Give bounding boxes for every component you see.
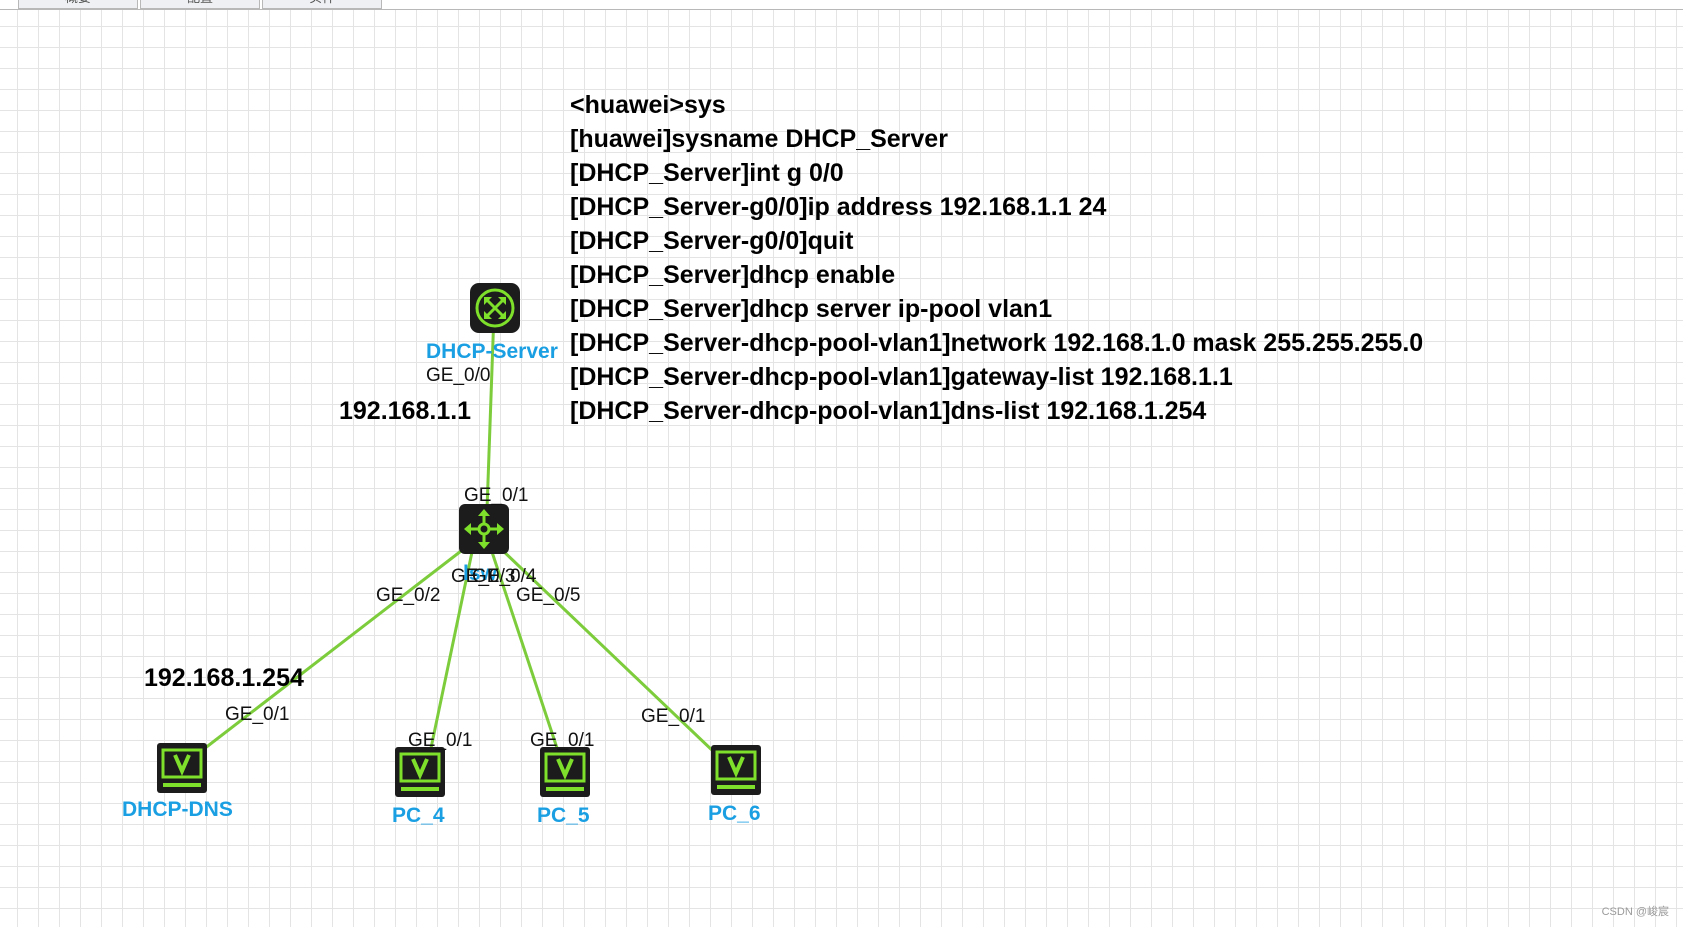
switch-icon[interactable]	[459, 504, 509, 554]
link-switch-pc4[interactable]	[429, 551, 474, 749]
port-label: GE_0/1	[530, 730, 594, 751]
port-label: GE_0/3	[451, 566, 515, 587]
link-server-switch[interactable]	[485, 311, 496, 511]
watermark: CSDN @峻宸	[1601, 906, 1669, 918]
port-label: GE_0/5	[516, 585, 580, 606]
links	[199, 311, 716, 754]
port-label: GE_0/1	[641, 706, 705, 727]
command-line: [DHCP_Server-dhcp-pool-vlan1]network 192…	[570, 329, 1424, 357]
link-switch-dns[interactable]	[199, 546, 466, 754]
router-icon[interactable]	[470, 283, 520, 333]
command-line: [huawei]sysname DHCP_Server	[570, 125, 948, 153]
port-label: GE_0/2	[376, 585, 440, 606]
port-label: GE_0/1	[225, 704, 289, 725]
device-label-switch: lsw	[463, 562, 498, 585]
ip-annotation-dns: 192.168.1.254	[144, 664, 304, 692]
tab-bar: 概要 配置 实样	[0, 0, 1683, 10]
command-line: [DHCP_Server]dhcp enable	[570, 261, 896, 289]
tab-config[interactable]: 配置	[140, 0, 260, 9]
tab-overview[interactable]: 概要	[18, 0, 138, 9]
pc-icon[interactable]	[540, 747, 590, 797]
device-label-dhcp-dns: DHCP-DNS	[122, 798, 233, 821]
device-label-pc5: PC_5	[537, 804, 590, 827]
command-line: [DHCP_Server-dhcp-pool-vlan1]dns-list 19…	[570, 397, 1207, 425]
link-switch-pc5[interactable]	[490, 551, 559, 749]
command-line: [DHCP_Server-g0/0]quit	[570, 227, 854, 255]
ip-annotation-server: 192.168.1.1	[339, 397, 471, 425]
port-label: GE_0/1	[408, 730, 472, 751]
command-line: [DHCP_Server]int g 0/0	[570, 159, 844, 187]
command-line: [DHCP_Server]dhcp server ip-pool vlan1	[570, 295, 1053, 323]
device-label-pc6: PC_6	[708, 802, 761, 825]
port-label: GE_0/0	[426, 365, 490, 386]
tab-sample[interactable]: 实样	[262, 0, 382, 9]
device-label-dhcp-server: DHCP-Server	[426, 340, 558, 363]
port-label: GE_0/1	[464, 485, 528, 506]
command-line: [DHCP_Server-g0/0]ip address 192.168.1.1…	[570, 193, 1107, 221]
pc-icon[interactable]	[711, 745, 761, 795]
pc-icon[interactable]	[395, 747, 445, 797]
link-switch-pc6[interactable]	[498, 546, 716, 754]
port-label: GE_0/4	[472, 566, 537, 587]
device-label-pc4: PC_4	[392, 804, 445, 827]
command-line: [DHCP_Server-dhcp-pool-vlan1]gateway-lis…	[570, 363, 1233, 391]
command-text-block: <huawei>sys [huawei]sysname DHCP_Server …	[570, 88, 1423, 428]
pc-icon[interactable]	[157, 743, 207, 793]
command-line: <huawei>sys	[570, 91, 726, 119]
